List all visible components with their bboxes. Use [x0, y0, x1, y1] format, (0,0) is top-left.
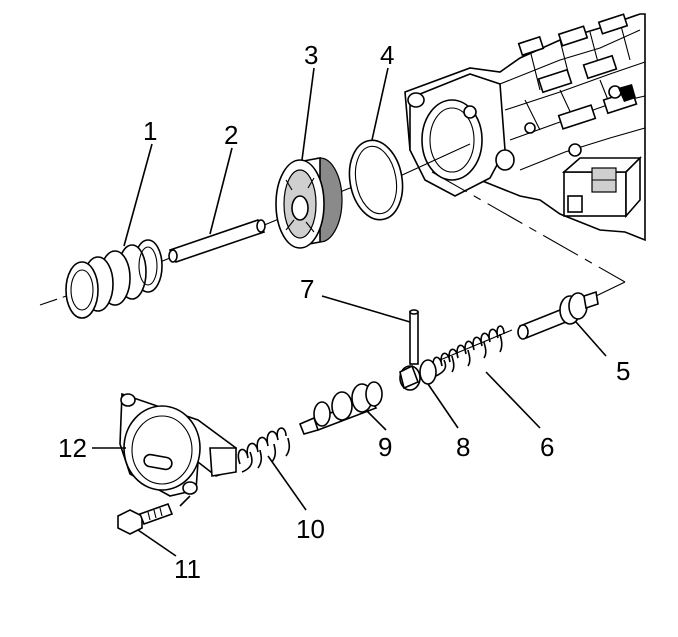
callout-2: 2	[224, 120, 238, 150]
part-7-pin	[409, 309, 419, 365]
part-2-pin	[168, 219, 266, 263]
callout-9: 9	[378, 432, 392, 462]
valve-body	[404, 13, 646, 242]
part-8-plug	[399, 359, 437, 391]
callout-8: 8	[456, 432, 470, 462]
part-9-valve	[298, 381, 383, 435]
callout-5: 5	[616, 356, 630, 386]
part-4-seal-ring	[348, 139, 404, 221]
part-5-valve	[517, 290, 599, 340]
part-11-bolt	[117, 502, 174, 535]
callout-1: 1	[143, 116, 157, 146]
leader-lines	[92, 67, 607, 557]
part-12-cover	[119, 392, 237, 497]
callout-12: 12	[58, 433, 87, 463]
callout-3: 3	[304, 40, 318, 70]
part-3-piston	[275, 157, 343, 249]
part-6-spring	[432, 325, 505, 377]
callout-6: 6	[540, 432, 554, 462]
callout-numbers: 1 2 3 4 5 6 7 8 9 10 11 12	[58, 40, 630, 584]
callout-10: 10	[296, 514, 325, 544]
callout-7: 7	[300, 274, 314, 304]
part-1-spring	[65, 239, 163, 319]
callout-11: 11	[174, 554, 201, 584]
part-10-spring	[237, 427, 291, 473]
callout-4: 4	[380, 40, 394, 70]
